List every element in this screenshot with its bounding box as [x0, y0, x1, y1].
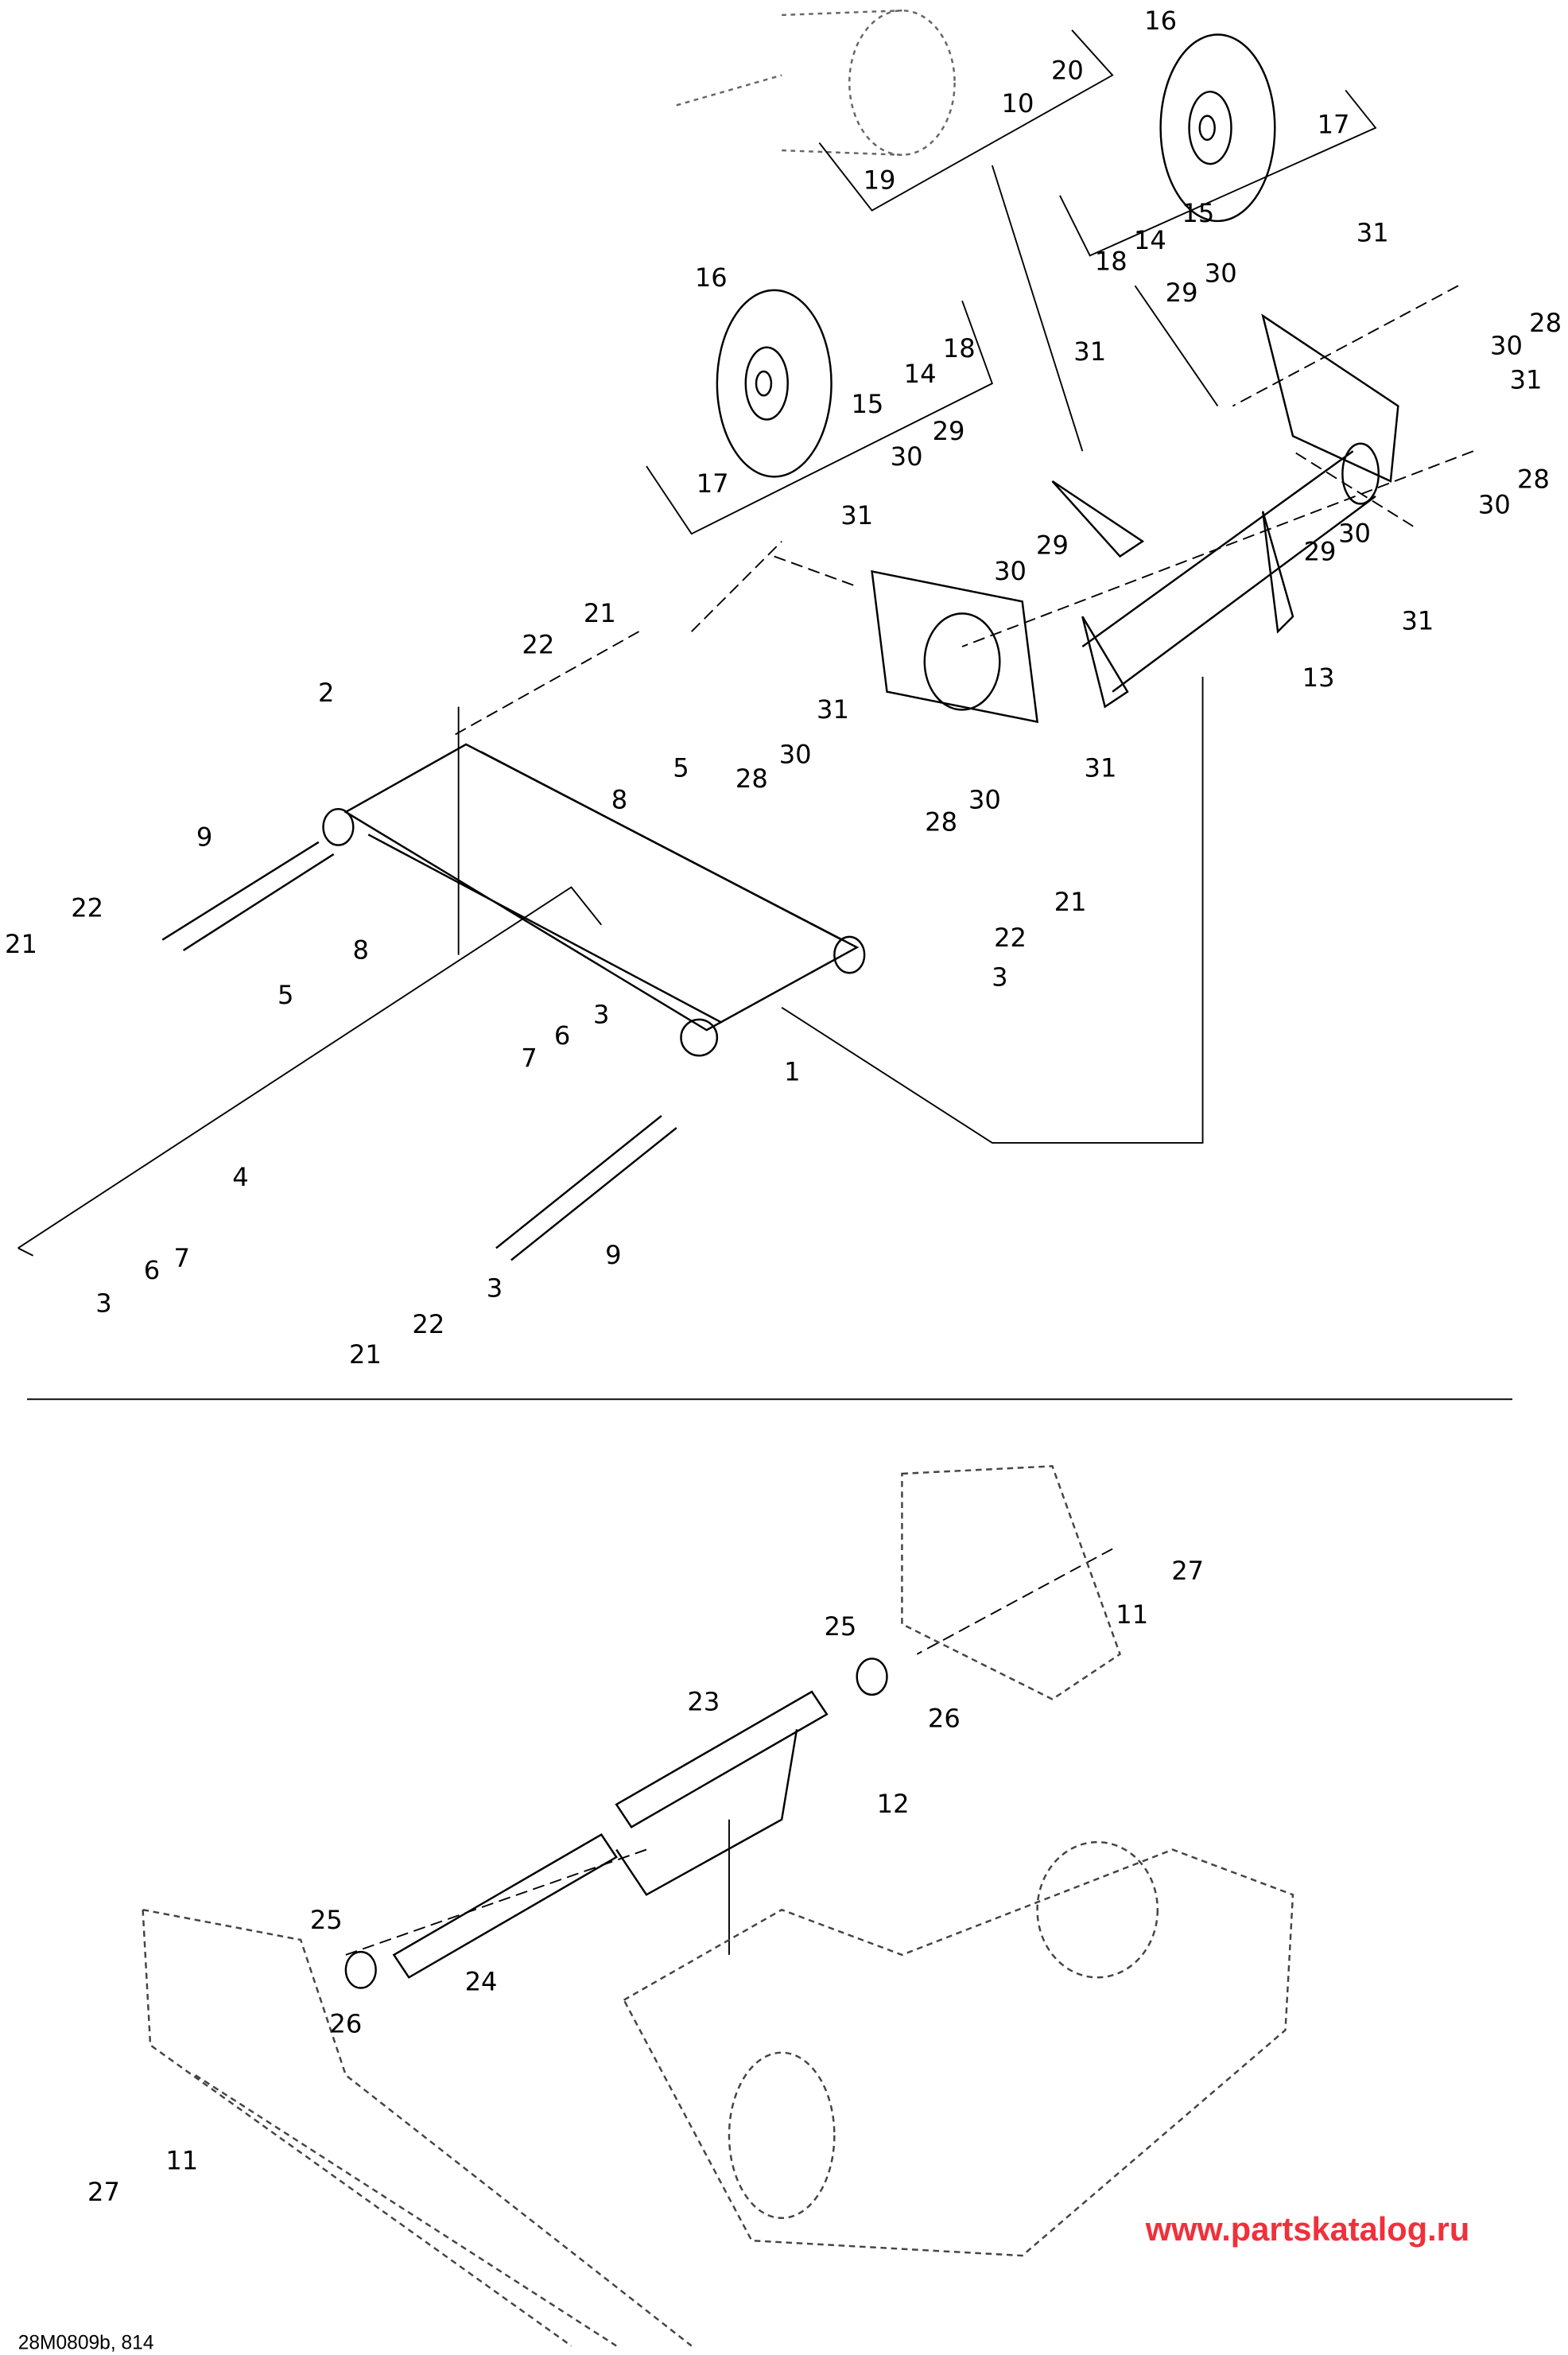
- part-callout: 9: [196, 823, 213, 853]
- part-callout: 31: [840, 501, 874, 532]
- part-callout: 30: [890, 442, 923, 473]
- part-callout: 30: [994, 557, 1027, 588]
- part-callout: 7: [173, 1244, 191, 1275]
- part-callout: 15: [1182, 199, 1215, 230]
- part-callout: 27: [87, 2178, 120, 2209]
- part-callout: 31: [1084, 754, 1117, 785]
- part-callout: 6: [553, 1021, 571, 1052]
- part-callout: 27: [1171, 1556, 1205, 1587]
- part-callout: 22: [522, 631, 555, 661]
- assembly-centerlines: [345, 285, 1474, 1956]
- part-callout: 5: [277, 981, 294, 1012]
- part-callout: 21: [348, 1340, 382, 1371]
- part-callout: 30: [968, 785, 1001, 816]
- part-callout: 31: [1401, 606, 1434, 637]
- part-callout: 6: [143, 1256, 161, 1287]
- part-callout: 28: [1517, 465, 1550, 495]
- part-callout: 22: [71, 894, 104, 924]
- part-callout: 29: [1165, 278, 1198, 309]
- part-callout: 10: [1001, 89, 1034, 120]
- watermark: www.partskatalog.ru: [1145, 2210, 1470, 2248]
- part-callout: 28: [735, 764, 768, 795]
- part-callout: 15: [851, 390, 884, 421]
- part-callout: 2: [318, 678, 335, 709]
- part-callout: 30: [1204, 259, 1237, 290]
- part-callout: 31: [1073, 337, 1107, 368]
- part-callout: 12: [876, 1790, 910, 1821]
- part-callout: 21: [1054, 888, 1087, 919]
- swing-arm: [161, 743, 866, 1261]
- part-callout: 28: [925, 808, 958, 839]
- part-callout: 29: [1303, 537, 1337, 568]
- part-callout: 4: [232, 1163, 249, 1194]
- part-callout: 21: [583, 599, 616, 630]
- front-arm-pivot-shaft: [344, 1657, 888, 1989]
- part-callout: 14: [1133, 226, 1166, 257]
- part-callout: 24: [464, 1967, 498, 1998]
- part-callout: 8: [352, 935, 370, 966]
- part-callout: 11: [165, 2146, 199, 2177]
- part-callout: 31: [816, 695, 849, 726]
- part-callout: 17: [1317, 110, 1350, 141]
- part-callout: 30: [1338, 519, 1371, 550]
- part-callout: 11: [1116, 1600, 1149, 1631]
- part-callout: 30: [778, 740, 812, 771]
- part-callout: 22: [994, 923, 1027, 954]
- part-callout: 23: [687, 1688, 720, 1719]
- part-callout: 3: [992, 962, 1008, 993]
- part-callout: 1: [784, 1058, 801, 1088]
- part-callout: 8: [611, 785, 628, 816]
- part-callout: 3: [486, 1274, 503, 1305]
- leader-lines: [17, 29, 1377, 1955]
- part-callout: 7: [521, 1044, 538, 1075]
- part-callout: 26: [927, 1704, 961, 1735]
- rear-idler-wheel-ghost: [676, 10, 956, 156]
- idler-wheel-upper: [1159, 33, 1276, 223]
- part-callout: 20: [1050, 56, 1084, 87]
- part-callout: 5: [673, 754, 689, 785]
- part-callout: 22: [412, 1310, 445, 1341]
- part-callout: 16: [694, 263, 728, 294]
- part-callout: 29: [1036, 531, 1069, 562]
- frame-ghost: [142, 1465, 1294, 2347]
- part-callout: 31: [1509, 366, 1543, 397]
- part-callout: 19: [863, 165, 896, 196]
- part-callout: 18: [942, 334, 976, 365]
- part-callout: 13: [1302, 663, 1335, 694]
- part-callout: 25: [309, 1906, 343, 1937]
- part-callout: 25: [824, 1612, 857, 1643]
- part-callout: 18: [1094, 247, 1127, 278]
- part-callout: 3: [95, 1289, 112, 1320]
- part-callout: 30: [1490, 331, 1523, 362]
- part-callout: 29: [932, 417, 965, 448]
- part-callout: 28: [1529, 309, 1562, 340]
- part-callout: 30: [1477, 491, 1511, 522]
- part-callout: 9: [605, 1241, 622, 1272]
- section-divider: [27, 1398, 1513, 1401]
- part-callout: 16: [1144, 6, 1178, 37]
- rear-axle-assembly: [871, 313, 1399, 724]
- part-callout: 3: [593, 1001, 610, 1032]
- drawing-code: 28M0809b, 814: [17, 2330, 154, 2353]
- idler-wheel-left: [716, 289, 833, 478]
- part-callout: 21: [5, 930, 37, 961]
- part-callout: 26: [329, 2009, 363, 2040]
- part-callout: 14: [903, 359, 937, 391]
- part-callout: 17: [696, 469, 729, 500]
- part-callout: 31: [1356, 219, 1389, 249]
